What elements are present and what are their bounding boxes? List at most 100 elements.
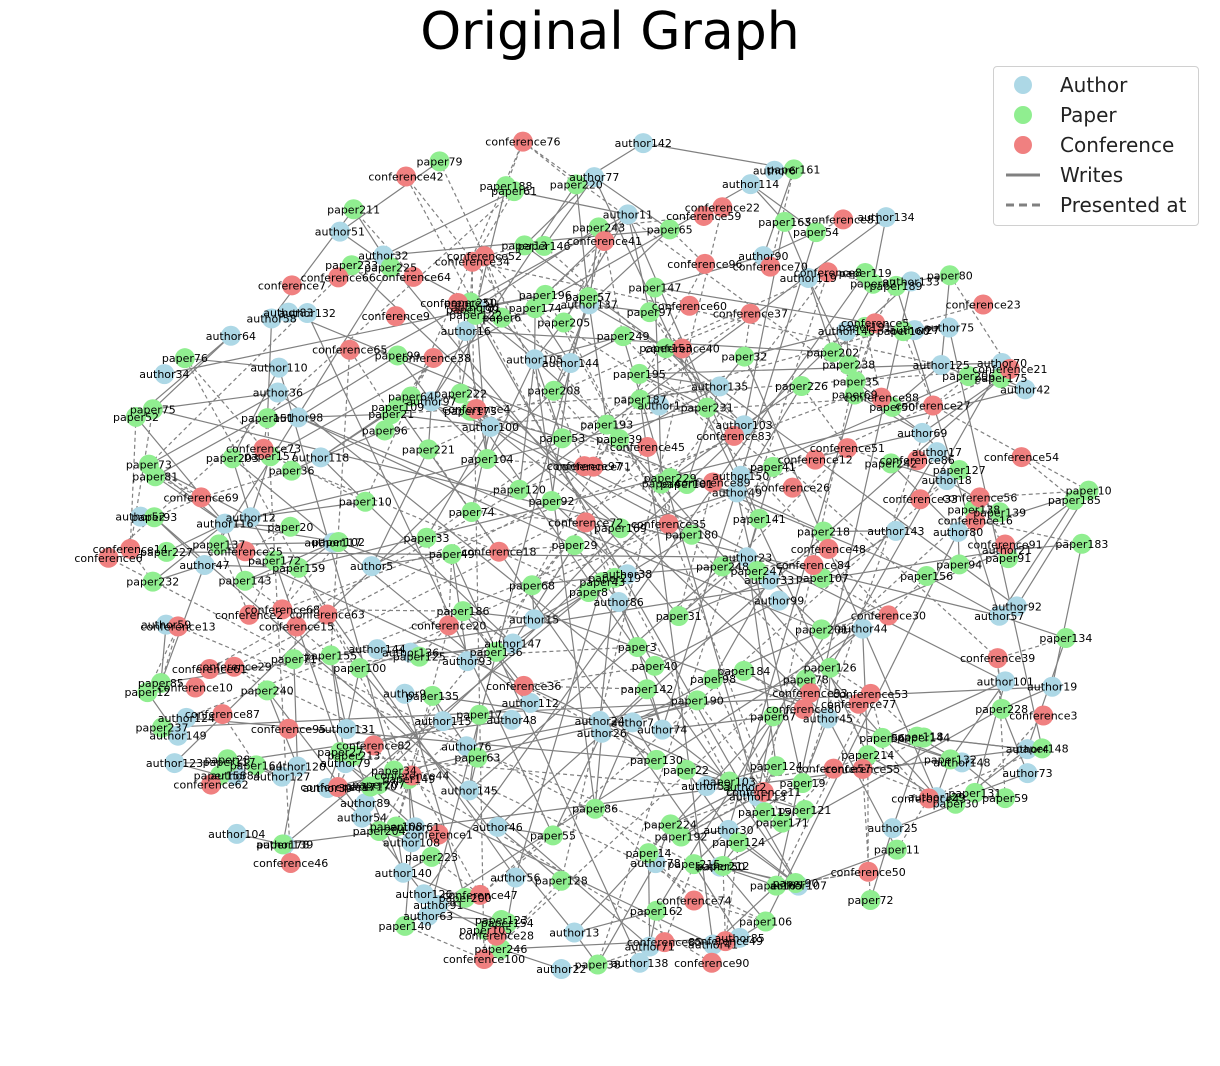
author-node-label: author145 (441, 784, 498, 797)
paper-node (964, 782, 985, 803)
presented-at-edge (544, 240, 605, 296)
presented-at-edge (370, 446, 648, 787)
conference-node-label: conference43 (891, 792, 966, 805)
writes-edge (743, 385, 802, 426)
presented-at-edge (781, 768, 835, 824)
conference-node (575, 512, 596, 533)
author-node (769, 590, 790, 611)
paper-node (676, 759, 697, 780)
paper-node (144, 507, 165, 528)
paper-node-label: paper31 (656, 610, 702, 623)
paper-node-label: paper110 (339, 496, 392, 509)
writes-edge (736, 491, 824, 533)
paper-node-label: paper90 (773, 877, 819, 890)
paper-node-label: paper187 (614, 394, 667, 407)
paper-node-label: paper96 (362, 424, 408, 437)
writes-edge (330, 655, 348, 730)
presented-at-edge (405, 176, 693, 536)
legend-label-paper: Paper (1060, 103, 1117, 127)
writes-edge (423, 272, 866, 895)
writes-edge (594, 722, 633, 809)
conference-node-label: conference4 (442, 403, 510, 416)
paper-node (762, 456, 783, 477)
writes-edge (601, 688, 648, 734)
paper-node (676, 473, 697, 494)
conference-node (965, 510, 986, 531)
author-node (876, 207, 897, 228)
conference-node-label: conference81 (806, 213, 881, 226)
presented-at-edge (270, 455, 500, 553)
author-node (608, 591, 629, 612)
paper-node-label: paper76 (162, 352, 208, 365)
presented-at-edge (669, 271, 829, 479)
presented-at-edge (353, 755, 764, 793)
legend-label-presented-at: Presented at (1060, 193, 1187, 217)
conference-node (401, 765, 422, 786)
conference-node (199, 659, 220, 680)
presented-at-edge (562, 437, 648, 448)
presented-at-edge (974, 715, 1044, 794)
paper-node-label: paper201 (795, 623, 848, 636)
writes-edge (563, 214, 629, 323)
presented-at-edge (263, 448, 366, 503)
writes-edge (231, 458, 252, 518)
conference-node (201, 774, 222, 795)
author-node (852, 618, 873, 639)
writes-edge (282, 766, 299, 845)
paper-node (683, 854, 704, 875)
conference-node (724, 425, 745, 446)
paper-node-label: paper218 (797, 526, 850, 539)
writes-edge (518, 359, 536, 490)
author-node-label: author73 (1002, 767, 1052, 780)
conference-node-label: conference87 (185, 708, 260, 721)
writes-edge (998, 499, 1075, 617)
paper-node (145, 466, 166, 487)
paper-node (703, 668, 724, 689)
paper-node (551, 870, 572, 891)
conference-node (594, 230, 615, 251)
writes-edge (428, 915, 502, 921)
writes-edge (427, 297, 589, 917)
presented-at-edge (129, 409, 154, 550)
presented-at-edge (519, 465, 585, 491)
author-node-label: author47 (179, 559, 229, 572)
writes-edge (470, 410, 1006, 682)
writes-edge (589, 303, 650, 313)
paper-node (893, 321, 914, 342)
writes-edge (166, 523, 226, 553)
paper-node (655, 338, 676, 359)
conference-node-label: conference74 (656, 895, 731, 908)
paper-node (343, 199, 364, 220)
author-node (560, 353, 581, 374)
writes-edge (588, 304, 608, 425)
presented-at-edge (722, 564, 814, 567)
paper-node-label: paper190 (671, 694, 724, 707)
writes-edge (639, 373, 745, 426)
conference-node (328, 267, 349, 288)
presented-at-edge (462, 610, 525, 687)
author-node-label: author51 (315, 226, 365, 239)
paper-node-label: paper33 (404, 532, 450, 545)
conference-node-label: conference16 (938, 515, 1013, 528)
paper-node-label: paper159 (272, 562, 325, 575)
writes-edge (339, 160, 440, 233)
conference-node (513, 675, 534, 696)
conference-node (693, 205, 714, 226)
paper-node (949, 460, 970, 481)
author-node-label: author140 (375, 867, 432, 880)
conference-node-label: conference15 (259, 621, 334, 634)
writes-edge (152, 335, 232, 410)
writes-edge (551, 500, 628, 575)
conference-node-label: conference44 (374, 770, 449, 783)
paper-node (820, 657, 841, 678)
writes-edge (706, 765, 777, 787)
presented-at-edge (498, 551, 589, 593)
paper-node (939, 265, 960, 286)
presented-at-edge (266, 418, 292, 864)
legend-label-writes: Writes (1060, 163, 1124, 187)
presented-at-edge (293, 626, 298, 660)
author-node (432, 711, 453, 732)
conference-node (818, 538, 839, 559)
writes-edge (670, 786, 745, 825)
